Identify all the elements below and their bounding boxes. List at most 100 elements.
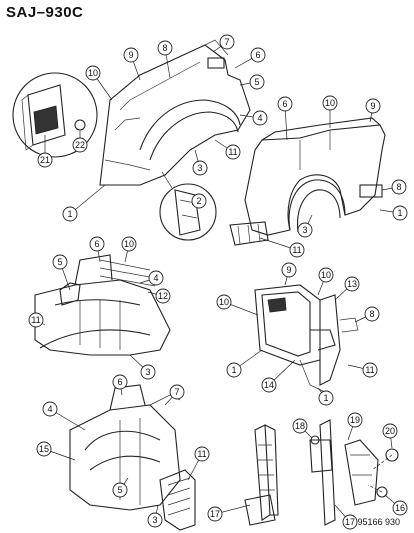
- callout-number: 3: [152, 515, 157, 525]
- callout-number: 10: [321, 270, 331, 280]
- callout-v6-19: 19: [347, 412, 363, 441]
- view-1-quarter-inner-panel: [12, 39, 251, 241]
- callout-circle: [289, 242, 305, 258]
- callout-circle: [318, 267, 334, 283]
- callout-circle: [121, 236, 137, 252]
- callout-number: 10: [124, 239, 134, 249]
- callout-v1-3: 3: [192, 149, 208, 176]
- callout-circle: [362, 362, 378, 378]
- view-4-quarter-extension: [254, 284, 359, 393]
- callout-circle: [318, 390, 334, 406]
- callout-number: 7: [174, 387, 179, 397]
- callout-v5-5: 5: [112, 477, 129, 498]
- callout-v4-14: 14: [261, 359, 296, 393]
- callout-v1-4: 4: [239, 110, 268, 126]
- callout-number: 17: [210, 509, 220, 519]
- callout-v6-17-left: 17: [207, 504, 251, 522]
- callout-circle: [392, 205, 408, 221]
- callout-circle: [219, 34, 235, 50]
- callout-circle: [365, 98, 381, 114]
- callout-v4-1: 1: [226, 349, 263, 378]
- callout-number: 10: [219, 297, 229, 307]
- callout-v4-8: 8: [354, 306, 380, 323]
- callout-circle: [112, 374, 128, 390]
- callout-number: 11: [197, 449, 206, 459]
- diagram-title: SAJ–930C: [6, 4, 84, 21]
- callout-circle: [37, 152, 53, 168]
- callout-number: 8: [396, 182, 401, 192]
- callout-circle: [85, 65, 101, 81]
- callout-number: 6: [255, 50, 260, 60]
- callout-v3-10: 10: [121, 236, 137, 263]
- callout-number: 9: [286, 265, 291, 275]
- callout-v4-9: 9: [281, 262, 297, 286]
- callout-circle: [157, 40, 173, 56]
- callout-v6-20: 20: [382, 423, 398, 449]
- callout-circle: [250, 47, 266, 63]
- callout-circle: [342, 514, 358, 530]
- callout-circle: [364, 306, 380, 322]
- callout-circle: [112, 482, 128, 498]
- callout-v3-4: 4: [139, 270, 164, 286]
- callout-v1-21: 21: [37, 135, 53, 168]
- callout-v1-2: 2: [191, 193, 207, 209]
- callout-number: 22: [75, 140, 85, 150]
- callout-v1-6: 6: [234, 47, 266, 69]
- callout-number: 2: [196, 196, 201, 206]
- callout-circle: [192, 160, 208, 176]
- callout-v3-11: 11: [28, 312, 46, 328]
- callout-v4-13: 13: [334, 276, 360, 301]
- callout-number: 15: [39, 444, 49, 454]
- callout-number: 1: [67, 209, 72, 219]
- callout-v5-3: 3: [147, 504, 163, 528]
- view-6-pillar-brackets: [244, 419, 399, 526]
- callout-circle: [344, 276, 360, 292]
- view-3-wheelhouse: [34, 254, 171, 356]
- callout-v5-6: 6: [112, 374, 128, 396]
- callout-number: 5: [117, 485, 122, 495]
- callout-circle: [194, 446, 210, 462]
- callout-circle: [249, 74, 265, 90]
- callout-number: 7: [224, 37, 229, 47]
- callout-v3-3: 3: [129, 354, 156, 380]
- callout-v1-7: 7: [212, 34, 235, 53]
- callout-v1-9: 9: [123, 47, 141, 81]
- callout-number: 12: [158, 291, 168, 301]
- callout-v3-6: 6: [89, 236, 105, 263]
- callout-v2-8: 8: [381, 179, 407, 195]
- callout-circle: [261, 377, 277, 393]
- callout-circle: [72, 137, 88, 153]
- callout-v2-11: 11: [259, 237, 305, 258]
- callout-circle: [382, 423, 398, 439]
- callout-circle: [148, 270, 164, 286]
- callout-circle: [277, 96, 293, 112]
- callout-v1-5: 5: [239, 74, 265, 90]
- callout-v2-9: 9: [365, 98, 381, 123]
- callout-circle: [216, 294, 232, 310]
- callout-number: 6: [282, 99, 287, 109]
- callout-number: 3: [145, 367, 150, 377]
- callout-v1-1: 1: [62, 184, 106, 222]
- view-2-quarter-panel: [229, 117, 386, 246]
- callout-circle: [140, 364, 156, 380]
- detail-circle-insulator: [12, 72, 98, 158]
- callout-number: 16: [395, 503, 405, 513]
- callout-circle: [281, 262, 297, 278]
- callout-v3-5: 5: [52, 254, 71, 291]
- callout-v1-8: 8: [157, 40, 173, 79]
- callout-v1-22: 22: [72, 130, 88, 153]
- callout-circle: [392, 500, 408, 516]
- callout-number: 1: [231, 365, 236, 375]
- view-5-wheelhouse-assembly: [69, 384, 196, 531]
- callout-circle: [322, 95, 338, 111]
- callout-number: 5: [57, 257, 62, 267]
- callout-circle: [52, 254, 68, 270]
- callout-circle: [62, 206, 78, 222]
- callout-number: 4: [257, 113, 262, 123]
- callout-number: 3: [302, 225, 307, 235]
- callout-v1-10: 10: [85, 65, 113, 101]
- callout-circle: [147, 512, 163, 528]
- callout-number: 6: [94, 239, 99, 249]
